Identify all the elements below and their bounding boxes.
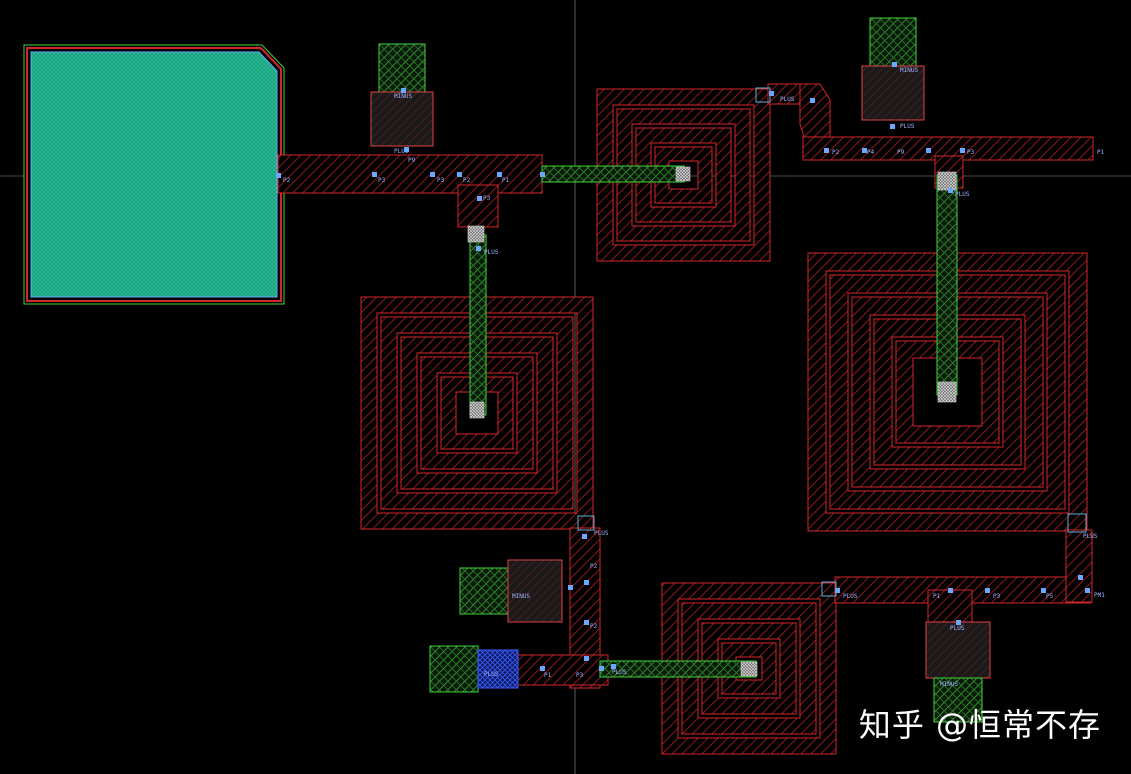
label-p3: P3 xyxy=(378,177,386,184)
watermark: 知乎 @恒常不存 xyxy=(858,706,1101,744)
label-plus: PLUS xyxy=(955,191,970,198)
label-minus: MINUS xyxy=(394,93,412,100)
label-plus: PLUS xyxy=(843,593,858,600)
spiral-inductor-bottom[interactable] xyxy=(661,582,837,755)
metal-lines[interactable] xyxy=(277,83,1094,689)
label-p2: P2 xyxy=(590,563,598,570)
spiral-inductor-right[interactable] xyxy=(807,252,1088,532)
label-p3: P3 xyxy=(993,593,1001,600)
label-plus: PLUS xyxy=(950,625,965,632)
port-boxes xyxy=(577,87,1087,597)
capacitor-top-right[interactable]: MINUS PLUS xyxy=(861,17,925,130)
label-p4: P4 xyxy=(867,149,875,156)
label-p9: P9 xyxy=(408,157,416,164)
label-minus: MINUS xyxy=(900,67,918,74)
label-minus: MINUS xyxy=(940,681,958,688)
label-p1: P1 xyxy=(1097,149,1105,156)
label-minus: MINUS xyxy=(512,593,530,600)
label-plus: PLUS xyxy=(780,96,795,103)
vias xyxy=(467,166,957,677)
pin-markers xyxy=(276,62,1090,671)
label-p3: P3 xyxy=(967,149,975,156)
label-plus: PLUS xyxy=(484,671,499,678)
label-plus: PLUS xyxy=(484,249,499,256)
label-plus: PLUS xyxy=(394,148,409,155)
capacitor-top-left[interactable]: MINUS PLUS xyxy=(370,43,434,155)
label-plus: PLUS xyxy=(612,669,627,676)
label-plus: PLUS xyxy=(594,530,609,537)
label-p1: P1 xyxy=(933,593,941,600)
capacitor-bottom-left[interactable]: MINUS xyxy=(459,559,563,623)
bond-pad[interactable] xyxy=(23,44,285,305)
label-p3: P3 xyxy=(437,177,445,184)
label-p1: P1 xyxy=(502,177,510,184)
label-pm1: PM1 xyxy=(1094,592,1105,599)
label-p3: P3 xyxy=(483,195,491,202)
label-p2: P2 xyxy=(590,623,598,630)
label-p2: P2 xyxy=(463,177,471,184)
resistor-bottom-left[interactable]: PLUS xyxy=(429,645,519,693)
capacitor-bottom-right[interactable]: MINUS PLUS xyxy=(925,621,991,723)
label-p1: P1 xyxy=(544,672,552,679)
pin-labels: P2 P3 P3 P2 P1 P3 PLUS P9 PLUS P2 P4 P9 … xyxy=(283,96,1105,679)
label-p5: P5 xyxy=(1046,593,1054,600)
label-plus: PLUS xyxy=(900,123,915,130)
label-plus: PLUS xyxy=(1083,533,1098,540)
label-p2: P2 xyxy=(832,149,840,156)
label-p2: P2 xyxy=(283,177,291,184)
label-p3: P3 xyxy=(576,672,584,679)
label-p9: P9 xyxy=(897,149,905,156)
